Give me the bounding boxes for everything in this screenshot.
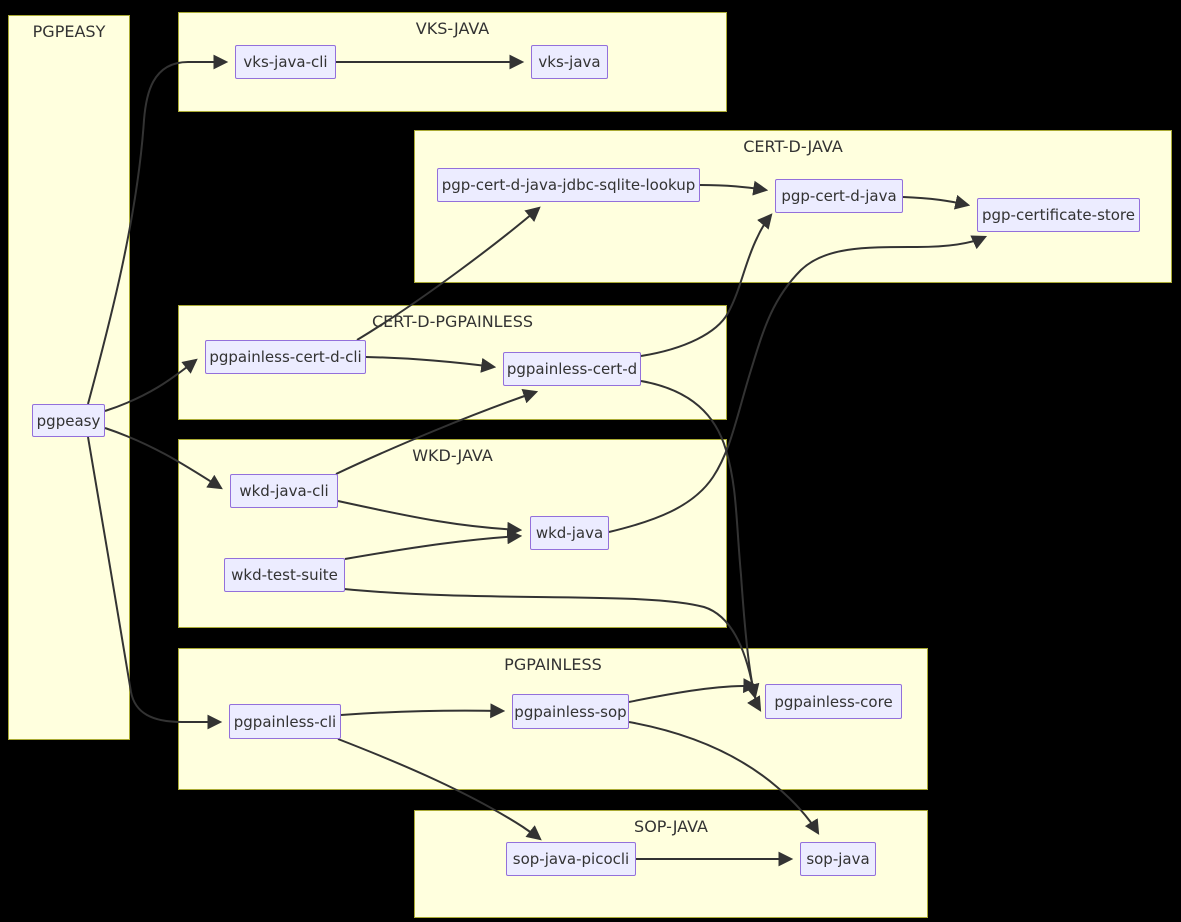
node-label-pgp-certificate-store: pgp-certificate-store [981, 206, 1136, 224]
node-label-sop-java-picocli: sop-java-picocli [512, 850, 630, 868]
node-label-pgp-cert-d-java-jdbc-sqlite-lookup: pgp-cert-d-java-jdbc-sqlite-lookup [441, 176, 696, 194]
node-label-pgpainless-cli: pgpainless-cli [233, 712, 337, 731]
node-label-wkd-java-cli: wkd-java-cli [239, 482, 329, 500]
node-label-pgp-cert-d-java: pgp-cert-d-java [781, 187, 897, 205]
node-label-wkd-test-suite: wkd-test-suite [231, 566, 338, 584]
edge-wkd-test-suite-pgpainless-core [343, 588, 762, 712]
node-label-pgpeasy: pgpeasy [36, 411, 101, 430]
node-pgpeasy: pgpeasy [32, 404, 105, 437]
node-pgpainless-cert-d: pgpainless-cert-d [503, 352, 641, 386]
edge-pgpeasy-wkd-java-cli [104, 427, 223, 490]
edge-pgpeasy-vks-java-cli [87, 54, 229, 405]
node-label-pgpainless-cert-d: pgpainless-cert-d [506, 360, 638, 378]
node-sop-java-picocli: sop-java-picocli [506, 842, 636, 876]
node-label-sop-java: sop-java [806, 850, 870, 868]
edge-pgpainless-sop-pgpainless-core [628, 678, 759, 703]
edge-pgpainless-cli-sop-java-picocli [337, 738, 542, 841]
node-label-pgpainless-cert-d-cli: pgpainless-cert-d-cli [209, 348, 362, 366]
node-pgpainless-core: pgpainless-core [765, 684, 902, 719]
cluster-wkd-java: WKD-JAVA [178, 439, 727, 628]
edge-wkd-java-pgp-certificate-store [608, 235, 988, 533]
edge-wkd-java-cli-pgpainless-cert-d [335, 389, 539, 475]
node-wkd-test-suite: wkd-test-suite [224, 558, 345, 592]
node-pgpainless-cert-d-cli: pgpainless-cert-d-cli [205, 340, 366, 374]
node-pgpainless-sop: pgpainless-sop [512, 694, 629, 729]
edge-pgpeasy-pgpainless-cert-d-cli [104, 358, 198, 412]
node-label-pgpainless-sop: pgpainless-sop [514, 702, 627, 721]
node-label-vks-java: vks-java [538, 53, 601, 71]
edge-pgpeasy-pgpainless-cli [87, 436, 223, 730]
edge-pgpainless-cert-d-cli-jdbc-sqlite-lookup [356, 206, 541, 341]
edge-pgpainless-cli-pgpainless-sop [340, 703, 506, 719]
node-vks-java: vks-java [531, 45, 608, 79]
node-wkd-java-cli: wkd-java-cli [230, 474, 338, 508]
edge-pgpainless-cert-d-pgpainless-core [640, 380, 760, 700]
node-pgp-certificate-store: pgp-certificate-store [977, 198, 1140, 232]
edge-wkd-java-cli-wkd-java [337, 500, 523, 537]
node-pgp-cert-d-java: pgp-cert-d-java [775, 179, 903, 213]
node-pgp-cert-d-java-jdbc-sqlite-lookup: pgp-cert-d-java-jdbc-sqlite-lookup [437, 168, 700, 202]
edge-pgpainless-cert-d-pgp-cert-d-java [640, 213, 773, 357]
node-sop-java: sop-java [800, 842, 876, 876]
node-wkd-java: wkd-java [530, 516, 609, 550]
edge-wkd-test-suite-wkd-java [344, 529, 523, 560]
edge-pgpainless-sop-sop-java [628, 721, 820, 835]
edge-jdbc-sqlite-lookup-pgp-cert-d-java [699, 180, 769, 196]
edge-pgpainless-cert-d-cli-pgpainless-cert-d [365, 356, 497, 373]
node-pgpainless-cli: pgpainless-cli [229, 704, 341, 739]
node-label-pgpainless-core: pgpainless-core [774, 692, 893, 711]
node-vks-java-cli: vks-java-cli [235, 45, 336, 79]
node-label-vks-java-cli: vks-java-cli [243, 53, 328, 71]
node-label-wkd-java: wkd-java [535, 524, 604, 542]
edge-pgp-cert-d-java-pgp-certificate-store [902, 194, 971, 210]
